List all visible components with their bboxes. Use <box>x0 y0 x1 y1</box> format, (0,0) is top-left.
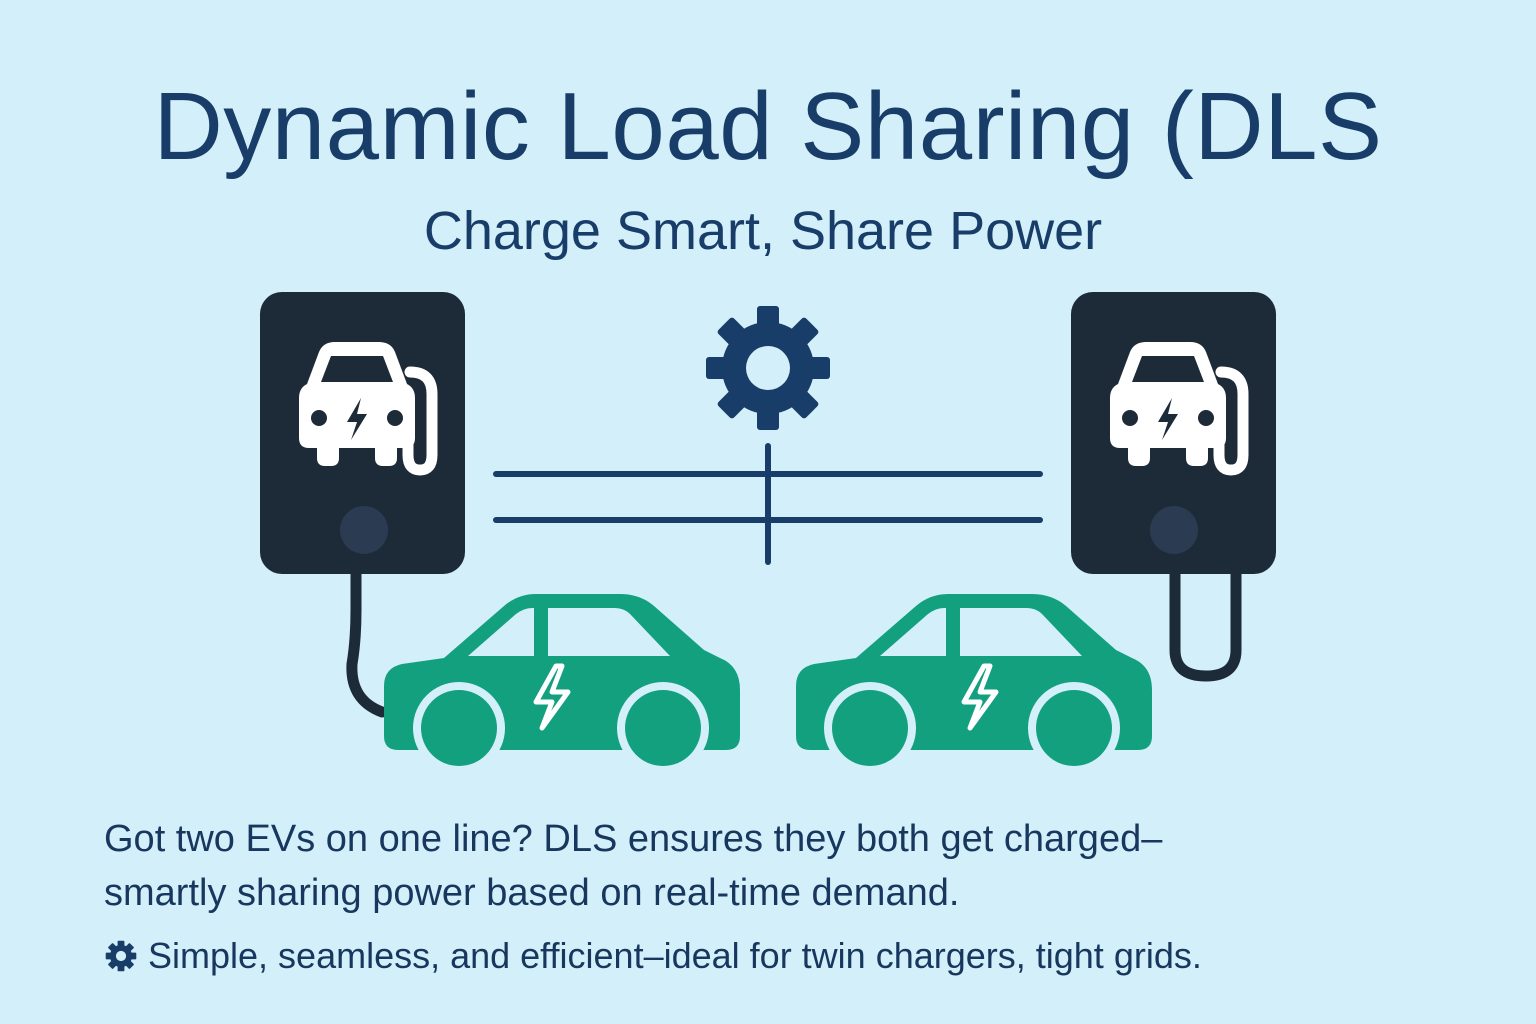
left-ev-charger <box>260 292 465 718</box>
right-electric-car <box>796 594 1152 774</box>
shared-power-line <box>493 443 1043 565</box>
lightning-bolt-icon <box>961 663 999 731</box>
feature-note: Simple, seamless, and efficient–ideal fo… <box>104 933 1504 979</box>
gear-icon <box>105 940 137 972</box>
left-electric-car <box>384 594 740 774</box>
page-subtitle: Charge Smart, Share Power <box>423 201 1103 261</box>
right-ev-charger <box>1071 292 1276 682</box>
description: Got two EVs on one line? DLS ensures the… <box>104 812 1484 920</box>
page-title: Dynamic Load Sharing (DLS <box>153 73 1383 180</box>
lightning-bolt-icon <box>533 663 571 731</box>
description-line-2: smartly sharing power based on real-time… <box>104 872 960 914</box>
gear-icon <box>706 306 830 430</box>
description-line-1: Got two EVs on one line? DLS ensures the… <box>104 818 1163 860</box>
feature-note-text: Simple, seamless, and efficient–ideal fo… <box>148 935 1202 976</box>
